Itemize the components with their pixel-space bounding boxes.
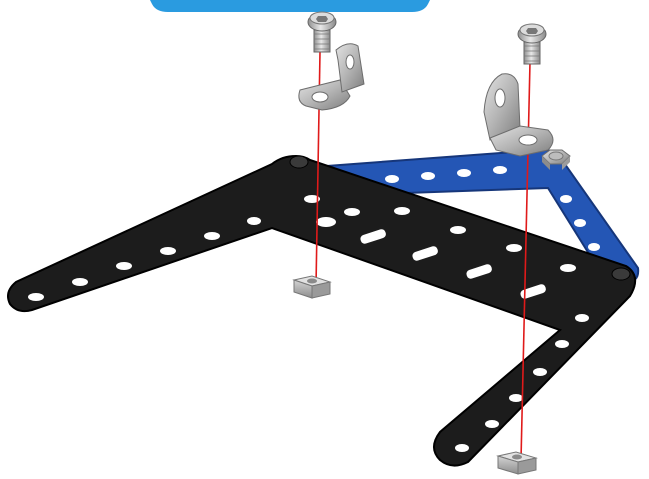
top-tab (150, 0, 430, 12)
blue-strip-hole (385, 175, 399, 183)
frame-hole (575, 314, 589, 322)
blue-strip-hole (588, 243, 600, 251)
frame-hole (72, 278, 88, 286)
frame-hole (485, 420, 499, 428)
frame-hole (506, 244, 522, 252)
frame-hole (509, 394, 523, 402)
blue-strip-hole (421, 172, 435, 180)
bracket-right (484, 74, 553, 156)
blue-strip-hole (457, 169, 471, 177)
frame-rivet (612, 268, 630, 280)
frame-hole (344, 208, 360, 216)
frame-hole (555, 340, 569, 348)
frame-hole (28, 293, 44, 301)
frame-hole (116, 262, 132, 270)
square-nut-right (498, 452, 536, 474)
frame-hole (204, 232, 220, 240)
screw-left (308, 12, 336, 52)
frame-slot (316, 217, 336, 227)
frame-hole (394, 207, 410, 215)
frame-hole (455, 444, 469, 452)
blue-strip-hole (493, 166, 507, 174)
frame-rivet (290, 156, 308, 168)
black-l-strip (8, 156, 635, 466)
blue-strip-hole (560, 195, 572, 203)
frame-hole (450, 226, 466, 234)
bracket-left (299, 44, 364, 110)
frame-hole (160, 247, 176, 255)
square-nut-left (294, 276, 330, 298)
screw-right (518, 24, 546, 64)
frame-hole (247, 217, 261, 225)
blue-strip-hole (574, 219, 586, 227)
frame-hole (533, 368, 547, 376)
frame-hole (560, 264, 576, 272)
